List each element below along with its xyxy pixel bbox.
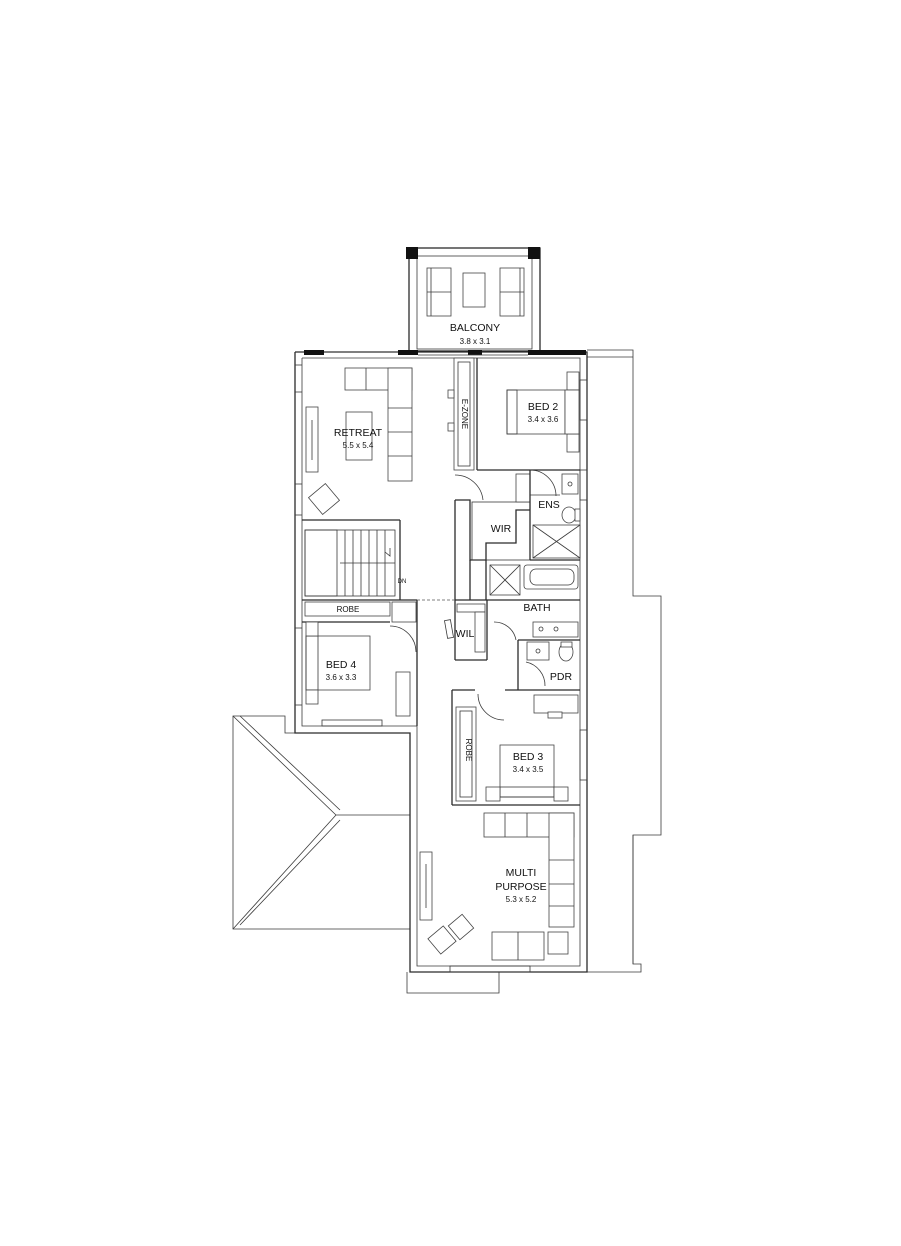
wil: WIL bbox=[444, 603, 486, 653]
balcony: BALCONY 3.8 x 3.1 bbox=[406, 247, 541, 352]
bath: BATH bbox=[489, 564, 579, 641]
roof-right bbox=[587, 349, 662, 973]
bed3-robe bbox=[455, 706, 477, 802]
bed3-label: BED 3 bbox=[513, 751, 544, 763]
retreat-label: RETREAT bbox=[334, 427, 383, 439]
bed4: BED 4 3.6 x 3.3 bbox=[305, 621, 417, 717]
ezone-label: E-ZONE bbox=[460, 399, 469, 429]
bath-label: BATH bbox=[523, 602, 550, 614]
bed3-bed bbox=[499, 744, 555, 798]
bed3-dims: 3.4 x 3.5 bbox=[513, 765, 544, 774]
multi-dims: 5.3 x 5.2 bbox=[506, 895, 537, 904]
ensuite: ENS bbox=[532, 473, 581, 559]
wir: WIR bbox=[454, 474, 512, 535]
multi-label-line2: PURPOSE bbox=[495, 881, 546, 893]
retreat: RETREAT 5.5 x 5.4 bbox=[305, 367, 413, 516]
e-zone: E-ZONE bbox=[447, 357, 475, 471]
interior-walls bbox=[302, 358, 580, 806]
pdr: PDR bbox=[525, 641, 574, 687]
wir-label: WIR bbox=[491, 523, 512, 535]
bed4-label: BED 4 bbox=[326, 659, 357, 671]
bed2-dims: 3.4 x 3.6 bbox=[528, 415, 559, 424]
stair-dn-label: DN bbox=[398, 579, 407, 585]
robe-top-label: ROBE bbox=[337, 605, 360, 614]
bed4-bed bbox=[305, 635, 371, 691]
bed2-label: BED 2 bbox=[528, 401, 559, 413]
bed4-dims: 3.6 x 3.3 bbox=[326, 673, 357, 682]
multi-purpose: MULTI PURPOSE 5.3 x 5.2 bbox=[419, 812, 575, 961]
retreat-coffee-table bbox=[345, 411, 373, 461]
bath-vanity bbox=[532, 621, 579, 638]
exterior-walls bbox=[294, 350, 588, 994]
multi-label-line1: MULTI bbox=[506, 867, 537, 879]
wil-label: WIL bbox=[456, 628, 475, 640]
bed3: ROBE BED 3 3.4 x 3.5 bbox=[455, 693, 579, 802]
bed3-desk bbox=[533, 694, 579, 714]
balcony-label: BALCONY bbox=[450, 322, 500, 334]
bed2: BED 2 3.4 x 3.6 bbox=[506, 371, 580, 497]
bed4-desk bbox=[395, 671, 411, 717]
ens-label: ENS bbox=[538, 499, 560, 511]
retreat-dims: 5.5 x 5.4 bbox=[343, 441, 374, 450]
balcony-dims: 3.8 x 3.1 bbox=[460, 337, 491, 346]
bath-tub bbox=[523, 564, 579, 590]
bed3-robe-label: ROBE bbox=[464, 739, 473, 762]
roof-lower-left bbox=[232, 715, 411, 930]
retreat-armchair bbox=[307, 482, 341, 516]
staircase: DN bbox=[304, 529, 407, 597]
balcony-table bbox=[462, 272, 486, 308]
robe-top: ROBE bbox=[304, 601, 417, 623]
pdr-label: PDR bbox=[550, 671, 573, 683]
